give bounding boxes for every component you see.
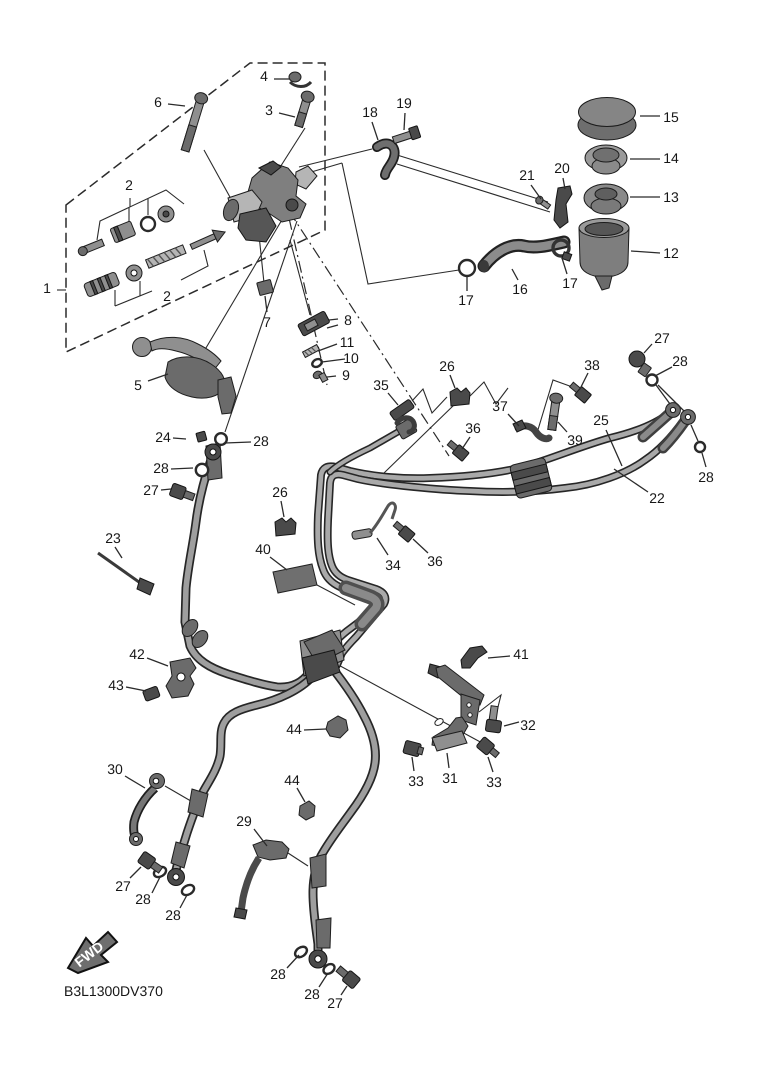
svg-text:7: 7 [263, 314, 271, 330]
svg-text:25: 25 [593, 412, 609, 428]
svg-text:35: 35 [373, 377, 389, 393]
svg-text:10: 10 [343, 350, 359, 366]
svg-text:6: 6 [154, 94, 162, 110]
svg-text:44: 44 [284, 772, 300, 788]
svg-text:12: 12 [663, 245, 679, 261]
svg-text:9: 9 [342, 367, 350, 383]
svg-text:37: 37 [492, 398, 508, 414]
svg-text:8: 8 [344, 312, 352, 328]
svg-text:28: 28 [672, 353, 688, 369]
svg-text:26: 26 [439, 358, 455, 374]
svg-text:31: 31 [442, 770, 458, 786]
svg-text:4: 4 [260, 68, 268, 84]
svg-text:27: 27 [327, 995, 343, 1011]
svg-text:20: 20 [554, 160, 570, 176]
svg-text:28: 28 [270, 966, 286, 982]
svg-text:B3L1300DV370: B3L1300DV370 [64, 983, 163, 999]
svg-text:18: 18 [362, 104, 378, 120]
svg-text:21: 21 [519, 167, 535, 183]
svg-text:32: 32 [520, 717, 536, 733]
svg-text:42: 42 [129, 646, 145, 662]
svg-text:28: 28 [304, 986, 320, 1002]
svg-text:2: 2 [125, 177, 133, 193]
svg-text:16: 16 [512, 281, 528, 297]
svg-text:22: 22 [649, 490, 665, 506]
svg-text:27: 27 [654, 330, 670, 346]
svg-text:2: 2 [163, 288, 171, 304]
svg-text:29: 29 [236, 813, 252, 829]
svg-text:27: 27 [143, 482, 159, 498]
svg-text:36: 36 [427, 553, 443, 569]
svg-text:23: 23 [105, 530, 121, 546]
svg-text:28: 28 [698, 469, 714, 485]
svg-text:11: 11 [340, 334, 355, 350]
svg-text:39: 39 [567, 432, 583, 448]
svg-text:43: 43 [108, 677, 124, 693]
svg-text:14: 14 [663, 150, 679, 166]
svg-text:17: 17 [458, 292, 474, 308]
svg-text:13: 13 [663, 189, 679, 205]
svg-text:3: 3 [265, 102, 273, 118]
svg-text:1: 1 [43, 280, 51, 296]
svg-text:36: 36 [465, 420, 481, 436]
svg-text:26: 26 [272, 484, 288, 500]
svg-text:24: 24 [155, 429, 171, 445]
svg-text:33: 33 [486, 774, 502, 790]
svg-text:28: 28 [253, 433, 269, 449]
svg-text:40: 40 [255, 541, 271, 557]
svg-text:28: 28 [165, 907, 181, 923]
svg-text:19: 19 [396, 95, 412, 111]
svg-text:15: 15 [663, 109, 679, 125]
svg-text:17: 17 [562, 275, 578, 291]
svg-text:38: 38 [584, 357, 600, 373]
svg-text:30: 30 [107, 761, 123, 777]
svg-text:27: 27 [115, 878, 131, 894]
svg-text:33: 33 [408, 773, 424, 789]
svg-text:34: 34 [385, 557, 401, 573]
svg-text:28: 28 [135, 891, 151, 907]
svg-text:41: 41 [513, 646, 529, 662]
svg-text:28: 28 [153, 460, 169, 476]
svg-text:5: 5 [134, 377, 142, 393]
svg-text:44: 44 [286, 721, 302, 737]
